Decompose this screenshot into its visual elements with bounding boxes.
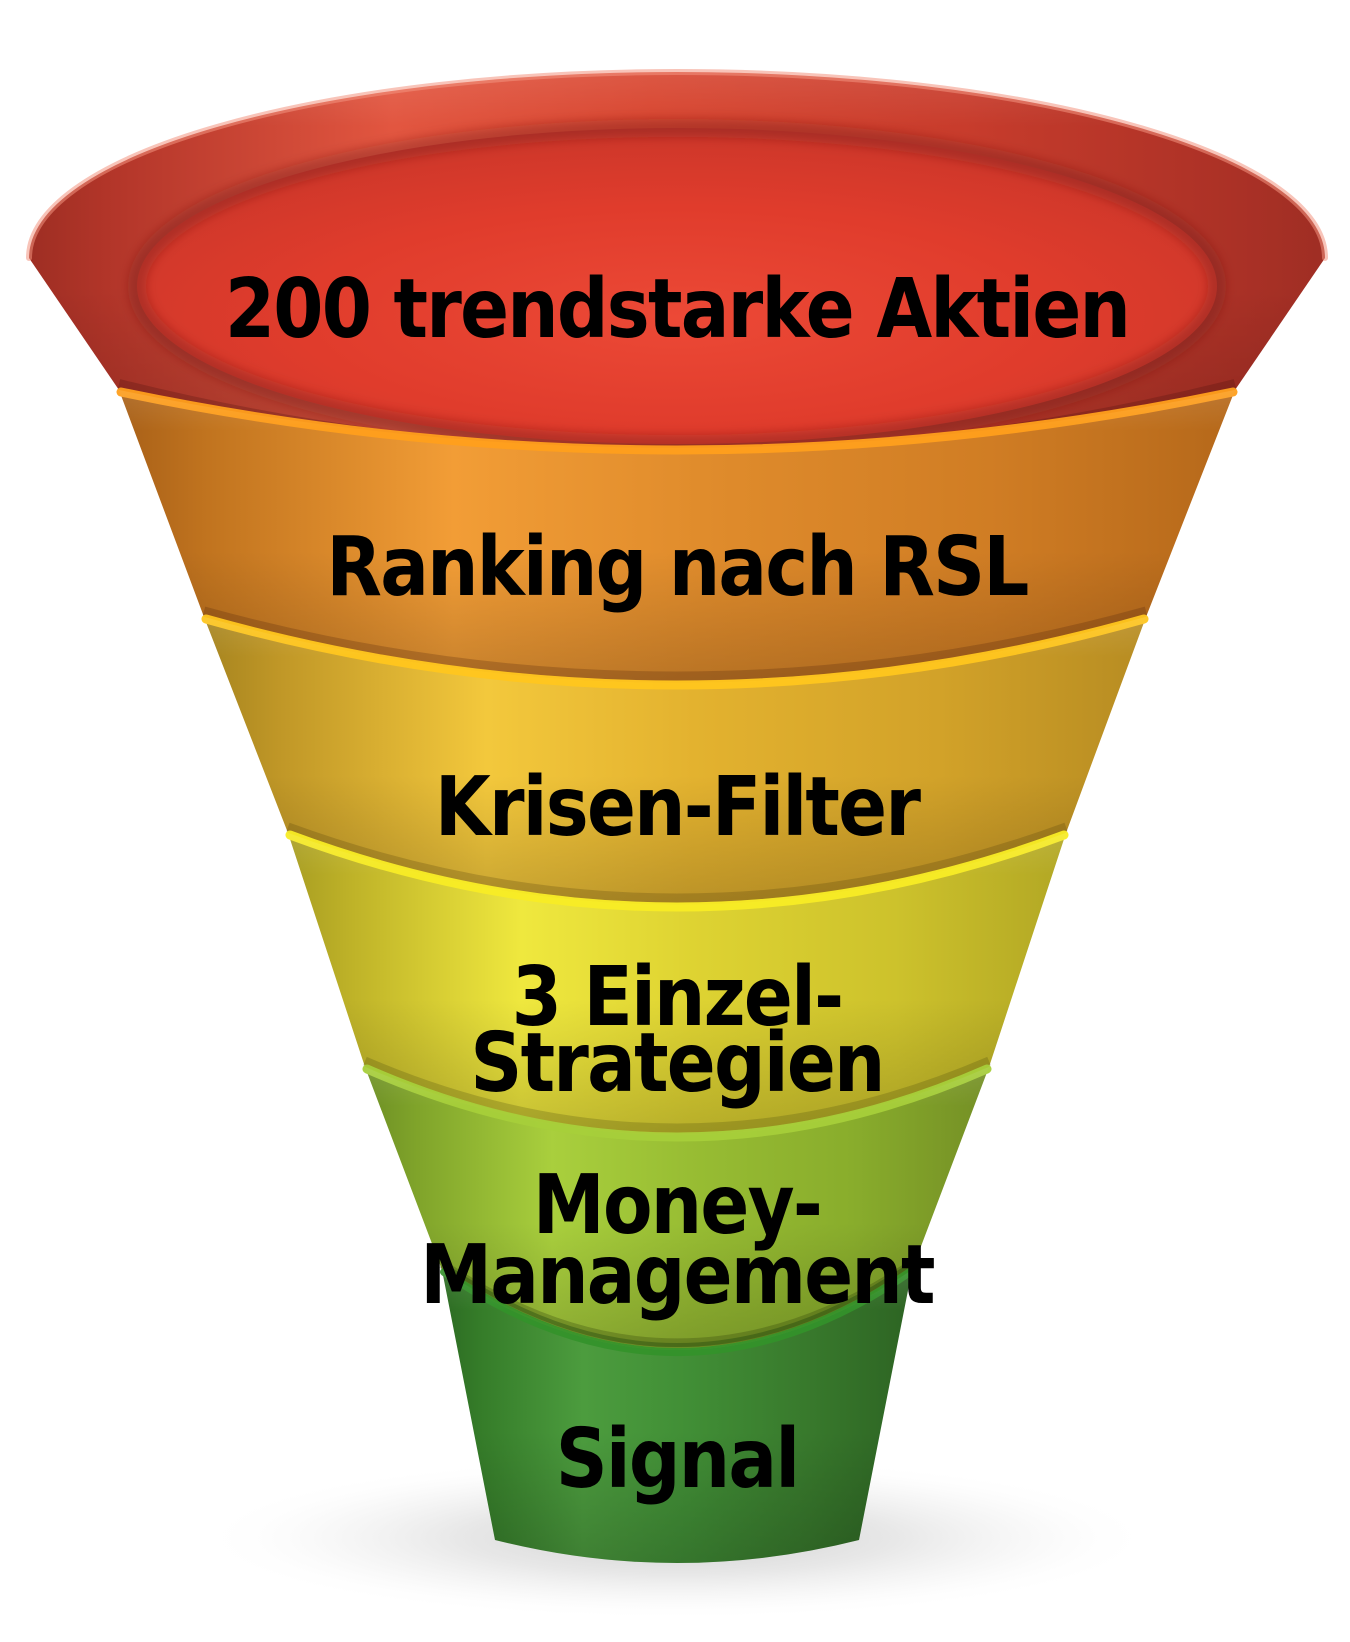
funnel-stage-1-rim-highlight — [26, 69, 1328, 261]
funnel-stage-3-bottom-occlusion — [286, 822, 1068, 903]
funnel-label-stage-5-line-2: Management — [420, 1228, 935, 1323]
funnel-stage-6-top-occlusion — [444, 1264, 910, 1347]
funnel-stage-1 — [26, 69, 1328, 462]
funnel-label-stage-3: Krisen-Filter — [434, 760, 921, 855]
funnel-stage-4 — [285, 830, 1069, 1135]
funnel-stage-6 — [440, 1264, 914, 1563]
funnel-label-stage-6: Signal — [555, 1412, 800, 1507]
funnel-stage-5-shade — [365, 1067, 989, 1350]
funnel-stage-2-shade — [119, 390, 1235, 683]
funnel-label-stage-4-line-1: 3 Einzel- — [511, 950, 844, 1045]
funnel-stage-4-bottom-occlusion — [363, 1056, 991, 1133]
funnel-label-stage-2: Ranking nach RSL — [326, 520, 1029, 615]
funnel-stage-1-interior-shadow — [128, 119, 1226, 453]
funnel-stage-5-bottom-occlusion — [439, 1260, 915, 1348]
funnel-stage-3-shade — [204, 617, 1146, 905]
funnel-label-stage-1: 200 trendstarke Aktien — [224, 262, 1131, 357]
funnel-stage-4-shade — [288, 833, 1066, 1135]
funnel-stage-2-bottom-occlusion — [202, 606, 1148, 681]
funnel-label-stage-4-line-2: Strategien — [470, 1016, 885, 1111]
funnel-label-stage-5-line-1: Money- — [532, 1158, 823, 1253]
funnel-stage-2 — [116, 387, 1238, 683]
funnel-stage-6-shade — [442, 1270, 912, 1563]
funnel-stage-1-interior — [137, 128, 1217, 444]
funnel-stage-5 — [362, 1064, 992, 1350]
funnel-stage-3 — [201, 614, 1149, 905]
